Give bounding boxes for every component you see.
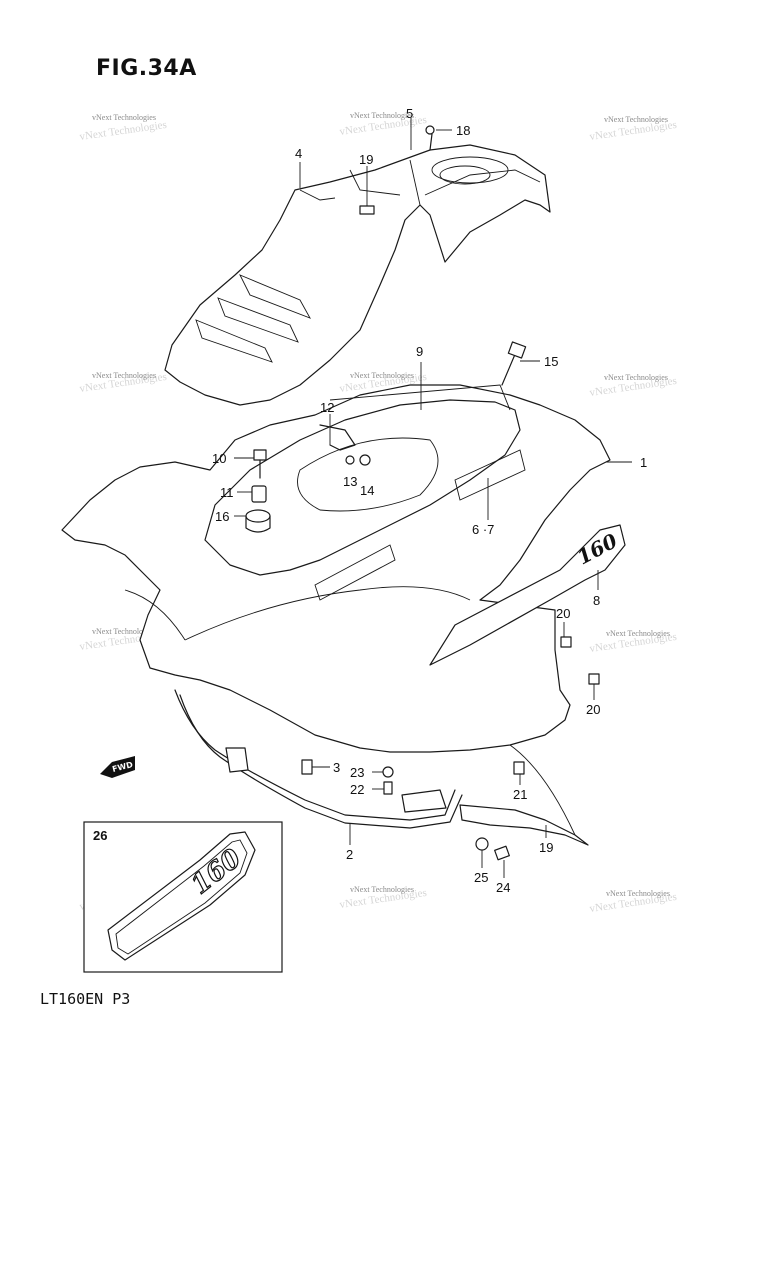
watermark: vNext Technologies [606, 629, 670, 638]
inset-label: 26 [93, 828, 107, 843]
side-decal-8 [429, 524, 626, 666]
mudguard-19 [459, 804, 589, 846]
mudguard-edge [509, 744, 576, 836]
callout-19: 19 [539, 840, 553, 855]
rear-bar-tube [174, 689, 456, 821]
clip-21 [513, 761, 525, 775]
callout-8: 8 [593, 593, 600, 608]
callout-20b: 20 [586, 702, 600, 717]
cushion-16-top [245, 509, 271, 523]
watermark: vNext Technologies [92, 371, 156, 380]
callout-24: 24 [496, 880, 510, 895]
inset-decal-shape [107, 831, 256, 961]
callout-2: 2 [346, 847, 353, 862]
fender-contour [124, 589, 186, 641]
callout-21: 21 [513, 787, 527, 802]
rear-cover-opening-inner [439, 165, 491, 185]
inset-decal-26: 26 160 [83, 821, 283, 973]
seat-edge [409, 159, 421, 206]
bolt-22 [383, 781, 393, 795]
watermark: vNext Technologies [604, 115, 668, 124]
bolt-15-head [507, 341, 527, 359]
model-code: LT160EN P3 [40, 990, 131, 1008]
callout-11: 11 [220, 485, 234, 500]
callout-labels: 4 5 18 19 9 15 1 12 13 14 10 11 16 6 ·7 … [212, 106, 647, 895]
bolt-17-head [425, 125, 435, 135]
callout-22: 22 [350, 782, 364, 797]
bolt-24 [494, 845, 510, 861]
watermark: vNext Technologies [92, 627, 156, 636]
rear-fender-assembly: 160 [61, 341, 626, 861]
seat-assembly [164, 125, 551, 406]
callout-17: 18 [456, 123, 470, 138]
forward-direction-indicator: FWD [100, 756, 135, 778]
watermark: vNext Technologies [350, 111, 414, 120]
seat-edge [424, 169, 541, 196]
callout-4: 4 [295, 146, 302, 161]
washer-25 [475, 837, 489, 851]
battery-recess [297, 437, 439, 512]
callout-15: 15 [544, 354, 558, 369]
callout-23: 23 [350, 765, 364, 780]
callout-13: 13 [343, 474, 357, 489]
rear-bar-mount [225, 747, 249, 773]
seat-vent [195, 319, 273, 363]
seat-outline [164, 144, 551, 406]
callout-3: 3 [333, 760, 340, 775]
callout-10: 10 [212, 451, 226, 466]
bracket-12 [319, 424, 356, 451]
callout-5: 5 [406, 106, 413, 121]
watermark: vNext Technologies [606, 889, 670, 898]
callout-20a: 20 [556, 606, 570, 621]
watermark: vNext Technologies [350, 885, 414, 894]
nut-23 [382, 766, 394, 778]
seat-bracket [349, 169, 401, 196]
callout-14: 14 [360, 483, 374, 498]
watermark: vNext Technologies [604, 373, 668, 382]
fender-tub [204, 399, 521, 576]
rear-bar-2 [174, 689, 463, 829]
bolt-20a [560, 636, 572, 648]
callout-9: 9 [416, 344, 423, 359]
seat-vent [217, 297, 299, 343]
clip-18 [359, 205, 375, 215]
figure-title: FIG.34A [96, 56, 197, 81]
rear-bar-mount [401, 789, 447, 813]
fender-rim [329, 384, 511, 411]
nut-14 [359, 454, 371, 466]
inset-decal-border [115, 839, 248, 955]
fwd-arrow-icon [100, 756, 135, 778]
callout-16: 16 [215, 509, 229, 524]
reflector-area [454, 449, 526, 501]
watermark: vNext Technologies [92, 113, 156, 122]
washer-13 [345, 455, 355, 465]
fender-contour [184, 586, 471, 641]
callout-6-7: 6 ·7 [472, 522, 494, 537]
bolt-10-head [253, 449, 267, 461]
seat-vent [239, 274, 311, 319]
rear-cover-opening [431, 156, 509, 184]
cushion-16-side [245, 515, 271, 533]
spacer-11 [251, 485, 267, 503]
callout-1: 1 [640, 455, 647, 470]
callout-25: 25 [474, 870, 488, 885]
bolt-15-shaft [501, 351, 517, 386]
seat-front-lip [299, 189, 336, 201]
leader-lines [234, 118, 632, 878]
callout-18: 19 [359, 152, 373, 167]
bolt-20b [588, 673, 600, 685]
bolt-3 [301, 759, 313, 775]
watermark-ghost: vNext Technologies [79, 119, 168, 143]
callout-12: 12 [320, 400, 334, 415]
reflector-area [314, 544, 396, 601]
watermark: vNext Technologies [350, 371, 414, 380]
